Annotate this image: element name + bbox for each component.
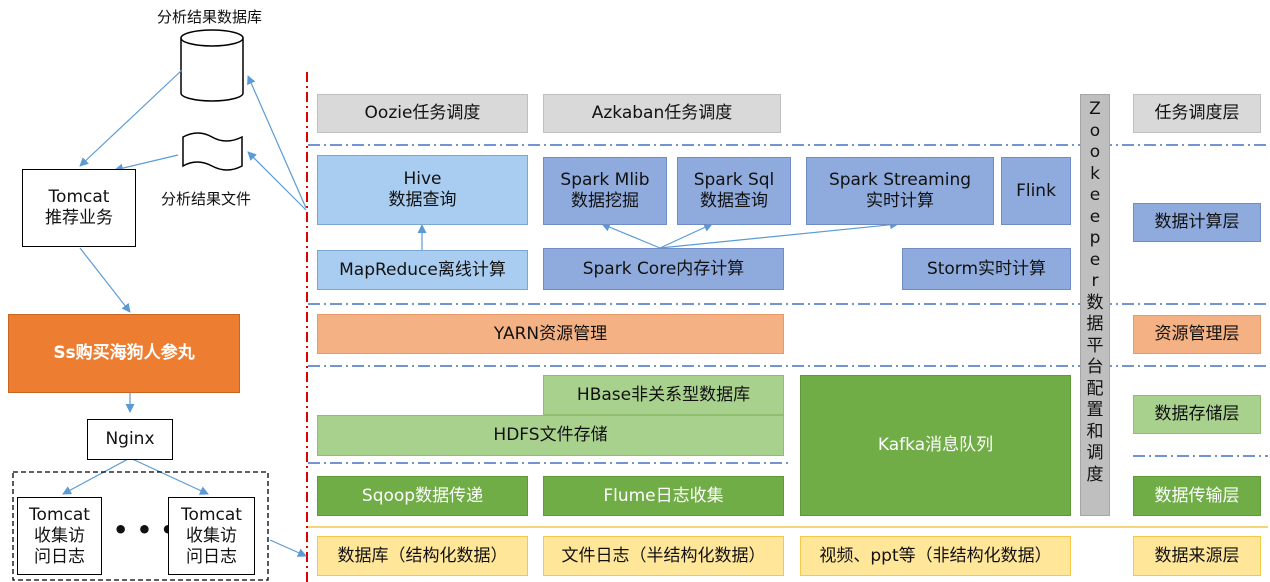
zk-char: 数 [1086,292,1104,313]
tomcat-log-a-line3: 问日志 [34,546,85,567]
tomcat-log-b-line3: 问日志 [186,546,237,567]
orange-highlight-box: Ss购买海狗人参丸 [8,314,240,393]
log-collector-group [12,471,269,581]
left-flow-arrows [62,69,307,557]
spark-streaming-box: Spark Streaming 实时计算 [806,157,994,225]
zk-char: 据 [1086,314,1104,334]
sqoop-box: Sqoop数据传递 [317,476,528,516]
hive-line2: 数据查询 [388,190,457,210]
tomcat-recommend-box: Tomcat 推荐业务 [22,169,136,247]
source-log-box: 文件日志（半结构化数据） [543,536,784,576]
tomcat-log-box-b: Tomcat 收集访 问日志 [168,497,255,575]
zk-char: 度 [1086,464,1104,485]
result-db-label: 分析结果数据库 [157,8,263,26]
zk-char: 置 [1086,400,1104,420]
tomcat-log-a-line2: 收集访 [34,525,85,546]
zk-letter: p [1089,228,1101,248]
tomcat-recommend-line1: Tomcat [48,187,110,207]
tomcat-log-a-line1: Tomcat [29,504,90,525]
zk-char: 调 [1086,443,1104,463]
mapreduce-box: MapReduce离线计算 [317,250,528,290]
layer-label-schedule: 任务调度层 [1133,94,1261,133]
azkaban-box: Azkaban任务调度 [543,94,781,133]
layer-label-resource: 资源管理层 [1133,315,1261,354]
storm-box: Storm实时计算 [902,248,1071,290]
zk-letter: e [1089,249,1101,270]
spark-mlib-line2: 数据挖掘 [571,191,639,211]
zookeeper-bar: Z o o k e e p e r 数 据 平 台 配 置 和 调 度 [1080,94,1110,516]
source-db-box: 数据库（结构化数据） [317,536,528,576]
layer-label-compute: 数据计算层 [1133,203,1261,242]
tomcat-log-b-line1: Tomcat [181,504,242,525]
yarn-box: YARN资源管理 [317,314,784,354]
spark-sql-line2: 数据查询 [700,191,768,211]
spark-sql-box: Spark Sql 数据查询 [677,157,791,225]
flume-box: Flume日志收集 [543,476,784,516]
layer-label-storage: 数据存储层 [1133,395,1261,434]
zk-letter: r [1091,271,1099,291]
tomcat-recommend-line2: 推荐业务 [45,208,113,228]
nginx-box: Nginx [87,419,173,460]
layer-label-source: 数据来源层 [1133,536,1261,576]
zk-char: 和 [1086,421,1104,442]
zk-char: 台 [1086,357,1104,377]
flink-box: Flink [1001,157,1071,225]
source-video-box: 视频、ppt等（非结构化数据） [800,536,1071,576]
hbase-box: HBase非关系型数据库 [543,375,784,415]
zk-char: 配 [1086,378,1104,399]
spark-mlib-line1: Spark Mlib [560,170,650,190]
result-file-label: 分析结果文件 [161,190,252,208]
ellipsis-dots: • • • [113,516,176,544]
database-icon [180,29,244,102]
zk-letter: k [1090,163,1100,184]
oozie-box: Oozie任务调度 [317,94,528,133]
zk-letter: e [1089,185,1101,205]
zk-letter: e [1089,206,1101,227]
compute-arrows [417,220,899,250]
document-icon [182,132,243,171]
zk-letter: o [1089,120,1101,141]
zk-letter: Z [1089,99,1101,119]
spark-sql-line1: Spark Sql [693,170,775,190]
spark-streaming-line1: Spark Streaming [828,170,972,190]
hdfs-box: HDFS文件存储 [317,415,784,456]
spark-mlib-box: Spark Mlib 数据挖掘 [543,157,667,225]
tomcat-log-box-a: Tomcat 收集访 问日志 [17,497,102,575]
zk-char: 平 [1086,335,1104,356]
tomcat-log-b-line2: 收集访 [186,525,237,546]
hive-line1: Hive [403,169,442,189]
layer-label-transport: 数据传输层 [1133,476,1261,516]
zk-letter: o [1089,142,1101,162]
spark-streaming-line2: 实时计算 [866,191,934,211]
spark-core-box: Spark Core内存计算 [543,248,784,290]
hive-box: Hive 数据查询 [317,155,528,225]
kafka-box: Kafka消息队列 [800,375,1071,516]
